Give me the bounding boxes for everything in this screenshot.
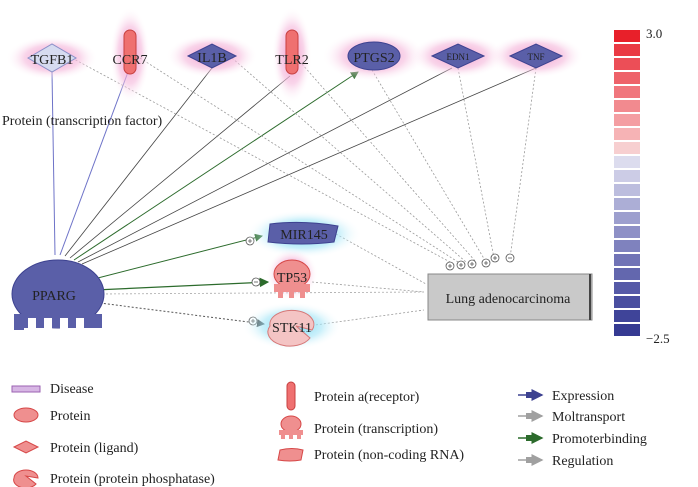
node-tgfb1[interactable]: TGFB1 xyxy=(6,36,98,80)
node-label-edn1: EDN1 xyxy=(447,52,470,62)
node-label-disease: Lung adenocarcinoma xyxy=(446,292,572,307)
scale-swatch xyxy=(614,58,640,70)
edge-pparg-ptgs2 xyxy=(73,71,359,261)
legend-moltransport: Moltransport xyxy=(518,410,625,425)
legend-phosphatase-icon xyxy=(13,469,39,487)
edge-tnf-disease xyxy=(509,67,537,259)
node-il1b[interactable]: IL1B xyxy=(166,34,258,78)
legend-disease: Disease xyxy=(11,382,94,397)
scale-swatch xyxy=(614,268,640,280)
scale-swatch xyxy=(614,226,640,238)
edges xyxy=(51,57,537,328)
scale-swatch xyxy=(614,30,640,42)
scale-swatch xyxy=(614,100,640,112)
node-stk11[interactable]: STK11 xyxy=(242,302,342,350)
scale-swatch xyxy=(614,128,640,140)
node-pparg[interactable]: PPARG xyxy=(11,259,105,330)
node-label-ptgs2: PTGS2 xyxy=(353,51,394,66)
legend-ncrna-icon xyxy=(277,448,304,462)
legend-promoterbinding: Promoterbinding xyxy=(518,432,647,447)
legend-receptor-label: Protein a(receptor) xyxy=(314,390,420,405)
edge-stk11-disease xyxy=(307,309,425,327)
node-label-pparg: PPARG xyxy=(32,289,76,304)
scale-swatch xyxy=(614,170,640,182)
node-disease[interactable]: Lung adenocarcinoma xyxy=(427,273,593,321)
legend-disease-icon xyxy=(11,385,41,393)
scale-swatch xyxy=(614,142,640,154)
legend-ncrna-label: Protein (non-coding RNA) xyxy=(314,448,464,463)
edge-pparg-tp53 xyxy=(94,277,270,291)
scale-swatch xyxy=(614,198,640,210)
scale-swatch xyxy=(614,212,640,224)
scale-swatch xyxy=(614,310,640,322)
node-ptgs2[interactable]: PTGS2 xyxy=(322,30,426,82)
legend-transcription-icon xyxy=(279,415,303,439)
node-label-ccr7: CCR7 xyxy=(112,53,147,68)
edge-pparg-ccr7 xyxy=(59,71,129,256)
node-ccr7[interactable]: CCR7 xyxy=(110,7,150,103)
node-label-tnf: TNF xyxy=(527,52,544,62)
node-label-stk11: STK11 xyxy=(272,321,312,336)
scale-swatch xyxy=(614,72,640,84)
scale-swatch xyxy=(614,184,640,196)
scale-swatch xyxy=(614,254,640,266)
annotation-text: Protein (transcription factor) xyxy=(2,114,163,129)
edge-ccr7-disease xyxy=(139,57,459,263)
legend-phosphatase: Protein (protein phosphatase) xyxy=(13,469,215,487)
legend-ligand-icon xyxy=(12,440,40,454)
node-edn1[interactable]: EDN1 xyxy=(410,34,506,78)
color-scale xyxy=(614,30,640,336)
scale-swatch xyxy=(614,156,640,168)
legend-ncrna: Protein (non-coding RNA) xyxy=(277,448,464,463)
node-mir145[interactable]: MIR145 xyxy=(246,210,362,258)
legend: Disease Protein Protein (ligand) Protein… xyxy=(11,381,647,487)
edge-edn1-disease xyxy=(457,67,495,259)
scale-max-label: 3.0 xyxy=(646,26,662,41)
edge-pparg-disease xyxy=(97,291,425,295)
legend-transcription-label: Protein (transcription) xyxy=(314,422,438,437)
node-tnf[interactable]: TNF xyxy=(488,34,584,78)
legend-expression: Expression xyxy=(518,389,614,404)
scale-swatch xyxy=(614,240,640,252)
edge-tgfb1-disease xyxy=(71,57,451,263)
node-label-tlr2: TLR2 xyxy=(275,53,308,68)
legend-moltransport-label: Moltransport xyxy=(552,410,625,425)
edge-pparg-stk11 xyxy=(91,301,265,328)
node-label-il1b: IL1B xyxy=(197,51,227,66)
legend-ligand: Protein (ligand) xyxy=(12,440,139,456)
legend-promoterbinding-label: Promoterbinding xyxy=(552,432,647,447)
legend-regulation: Regulation xyxy=(518,454,613,469)
edge-pparg-edn1 xyxy=(77,67,453,263)
scale-swatch xyxy=(614,114,640,126)
legend-expression-label: Expression xyxy=(552,389,614,404)
legend-receptor-icon xyxy=(286,381,296,411)
edge-pparg-mir145 xyxy=(89,233,263,281)
scale-swatch xyxy=(614,44,640,56)
legend-phosphatase-label: Protein (protein phosphatase) xyxy=(50,472,215,487)
node-tlr2[interactable]: TLR2 xyxy=(272,7,312,103)
legend-protein: Protein xyxy=(13,407,90,424)
edge-pparg-il1b xyxy=(64,67,213,257)
legend-transcription: Protein (transcription) xyxy=(279,415,438,439)
edge-tp53-disease xyxy=(311,281,425,293)
legend-regulation-label: Regulation xyxy=(552,454,613,469)
scale-swatch xyxy=(614,282,640,294)
node-label-tp53: TP53 xyxy=(277,271,307,286)
legend-protein-label: Protein xyxy=(50,409,90,424)
scale-swatch xyxy=(614,324,640,336)
node-label-mir145: MIR145 xyxy=(280,228,327,243)
legend-protein-icon xyxy=(13,407,39,423)
edge-pparg-tlr2 xyxy=(69,75,291,259)
scale-swatch xyxy=(614,296,640,308)
node-tp53[interactable]: TP53 xyxy=(266,248,318,300)
edge-pparg-tgfb1 xyxy=(51,71,56,256)
node-label-tgfb1: TGFB1 xyxy=(31,53,74,68)
scale-swatch xyxy=(614,86,640,98)
legend-disease-label: Disease xyxy=(50,382,94,397)
scale-min-label: −2.5 xyxy=(646,331,670,346)
legend-ligand-label: Protein (ligand) xyxy=(50,441,139,456)
legend-receptor: Protein a(receptor) xyxy=(286,381,420,411)
edge-ptgs2-disease xyxy=(371,69,487,263)
